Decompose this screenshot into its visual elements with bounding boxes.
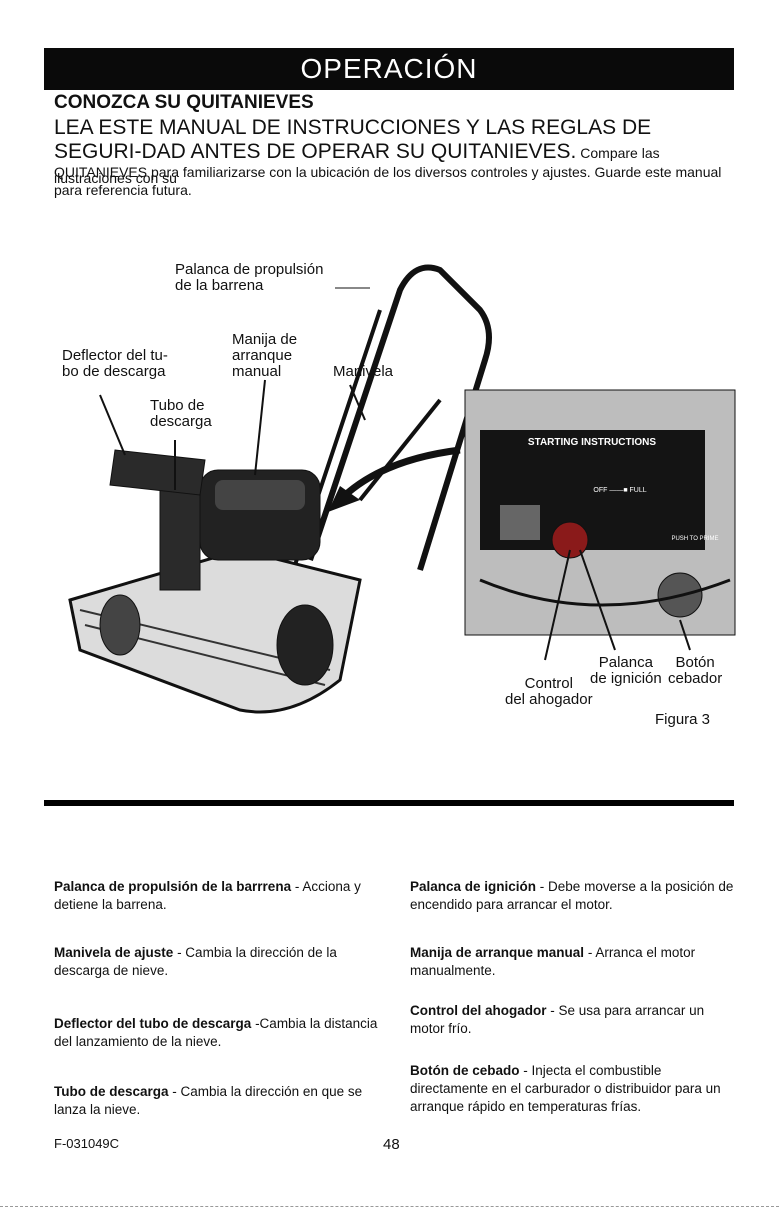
panel-title: STARTING INSTRUCTIONS (528, 437, 656, 448)
page-number: 48 (383, 1136, 400, 1153)
desc-text: - Arranca el motor manualmente. (410, 945, 696, 978)
choke-scale: OFF ——■ FULL (593, 487, 646, 494)
push-label: PUSH TO PRIME (671, 536, 718, 542)
label-ignition: Palanca de ignición (590, 654, 662, 687)
label-recoil-handle: Manija de arranque manual (232, 331, 298, 380)
ignition-key (551, 521, 589, 559)
desc-term: Manija de arranque manual (410, 945, 585, 960)
snowthrower-illustration: STARTING INSTRUCTIONS OFF ——■ FULL PUSH … (68, 264, 736, 714)
desc-crank: Manivela de ajuste - Cambia la dirección… (54, 944, 384, 980)
label-primer: Botón cebador (668, 654, 723, 687)
label-chute: Tubo de descarga (150, 397, 212, 430)
wheel (276, 604, 334, 686)
chute-deflector (109, 449, 206, 496)
label-auger-lever: Palanca de propulsión de la barrena (175, 261, 324, 294)
desc-text: - Injecta el combustible directamente en… (410, 1063, 721, 1114)
desc-term: Botón de cebado (410, 1063, 520, 1078)
desc-chute: Tubo de descarga - Cambia la dirección e… (54, 1083, 384, 1119)
desc-text: - Cambia la dirección en que se lanza la… (54, 1084, 363, 1117)
intro-text: QUITANIEVES para familiarizarse con la u… (54, 164, 722, 198)
section-rule (44, 800, 734, 806)
desc-term: Control del ahogador (410, 1003, 547, 1018)
desc-term: Manivela de ajuste (54, 945, 174, 960)
desc-text: - Cambia la dirección de la descarga de … (54, 945, 337, 978)
crank-rod (358, 398, 442, 502)
desc-text: - Acciona y detiene la barrena. (54, 879, 361, 912)
desc-text: - Se usa para arrancar un motor frío. (410, 1003, 705, 1036)
desc-primer: Botón de cebado - Injecta el combustible… (410, 1062, 740, 1116)
desc-text: -Cambia la distancia del lanzamiento de … (54, 1016, 378, 1049)
desc-auger-lever: Palanca de propulsión de la barrrena - A… (54, 878, 384, 914)
discharge-chute (159, 489, 201, 591)
section-heading: CONOZCA SU QUITANIEVES (54, 92, 314, 113)
desc-ignition: Palanca de ignición - Debe moverse a la … (410, 878, 740, 914)
desc-recoil-handle: Manija de arranque manual - Arranca el m… (410, 944, 740, 980)
label-crank: Manivela (333, 363, 394, 380)
desc-chute-deflector: Deflector del tubo de descarga -Cambia l… (54, 1015, 384, 1051)
pointer-arrow (337, 446, 461, 503)
warning-lead: LEA ESTE MANUAL DE INSTRUCCIONES Y LAS R… (54, 116, 734, 190)
label-chute-deflector: Deflector del tu- bo de descarga (62, 347, 168, 380)
page-edge (0, 1206, 779, 1207)
warning-caps: LEA ESTE MANUAL DE INSTRUCCIONES Y LAS R… (54, 116, 652, 163)
panel-icon (500, 505, 540, 540)
desc-term: Palanca de ignición (410, 879, 537, 894)
section-banner: OPERACIÓN (44, 48, 734, 90)
document-code: F-031049C (54, 1136, 120, 1151)
figure-caption: Figura 3 (655, 711, 711, 728)
label-choke: Control del ahogador (505, 675, 593, 708)
desc-choke: Control del ahogador - Se usa para arran… (410, 1002, 740, 1038)
handle-bar (307, 264, 492, 571)
desc-term: Tubo de descarga (54, 1084, 169, 1099)
warning-small: Compare las ilustraciones con su (54, 145, 660, 186)
desc-text: - Debe moverse a la posición de encendid… (410, 879, 734, 912)
desc-term: Deflector del tubo de descarga (54, 1016, 252, 1031)
desc-term: Palanca de propulsión de la barrrena (54, 879, 292, 894)
